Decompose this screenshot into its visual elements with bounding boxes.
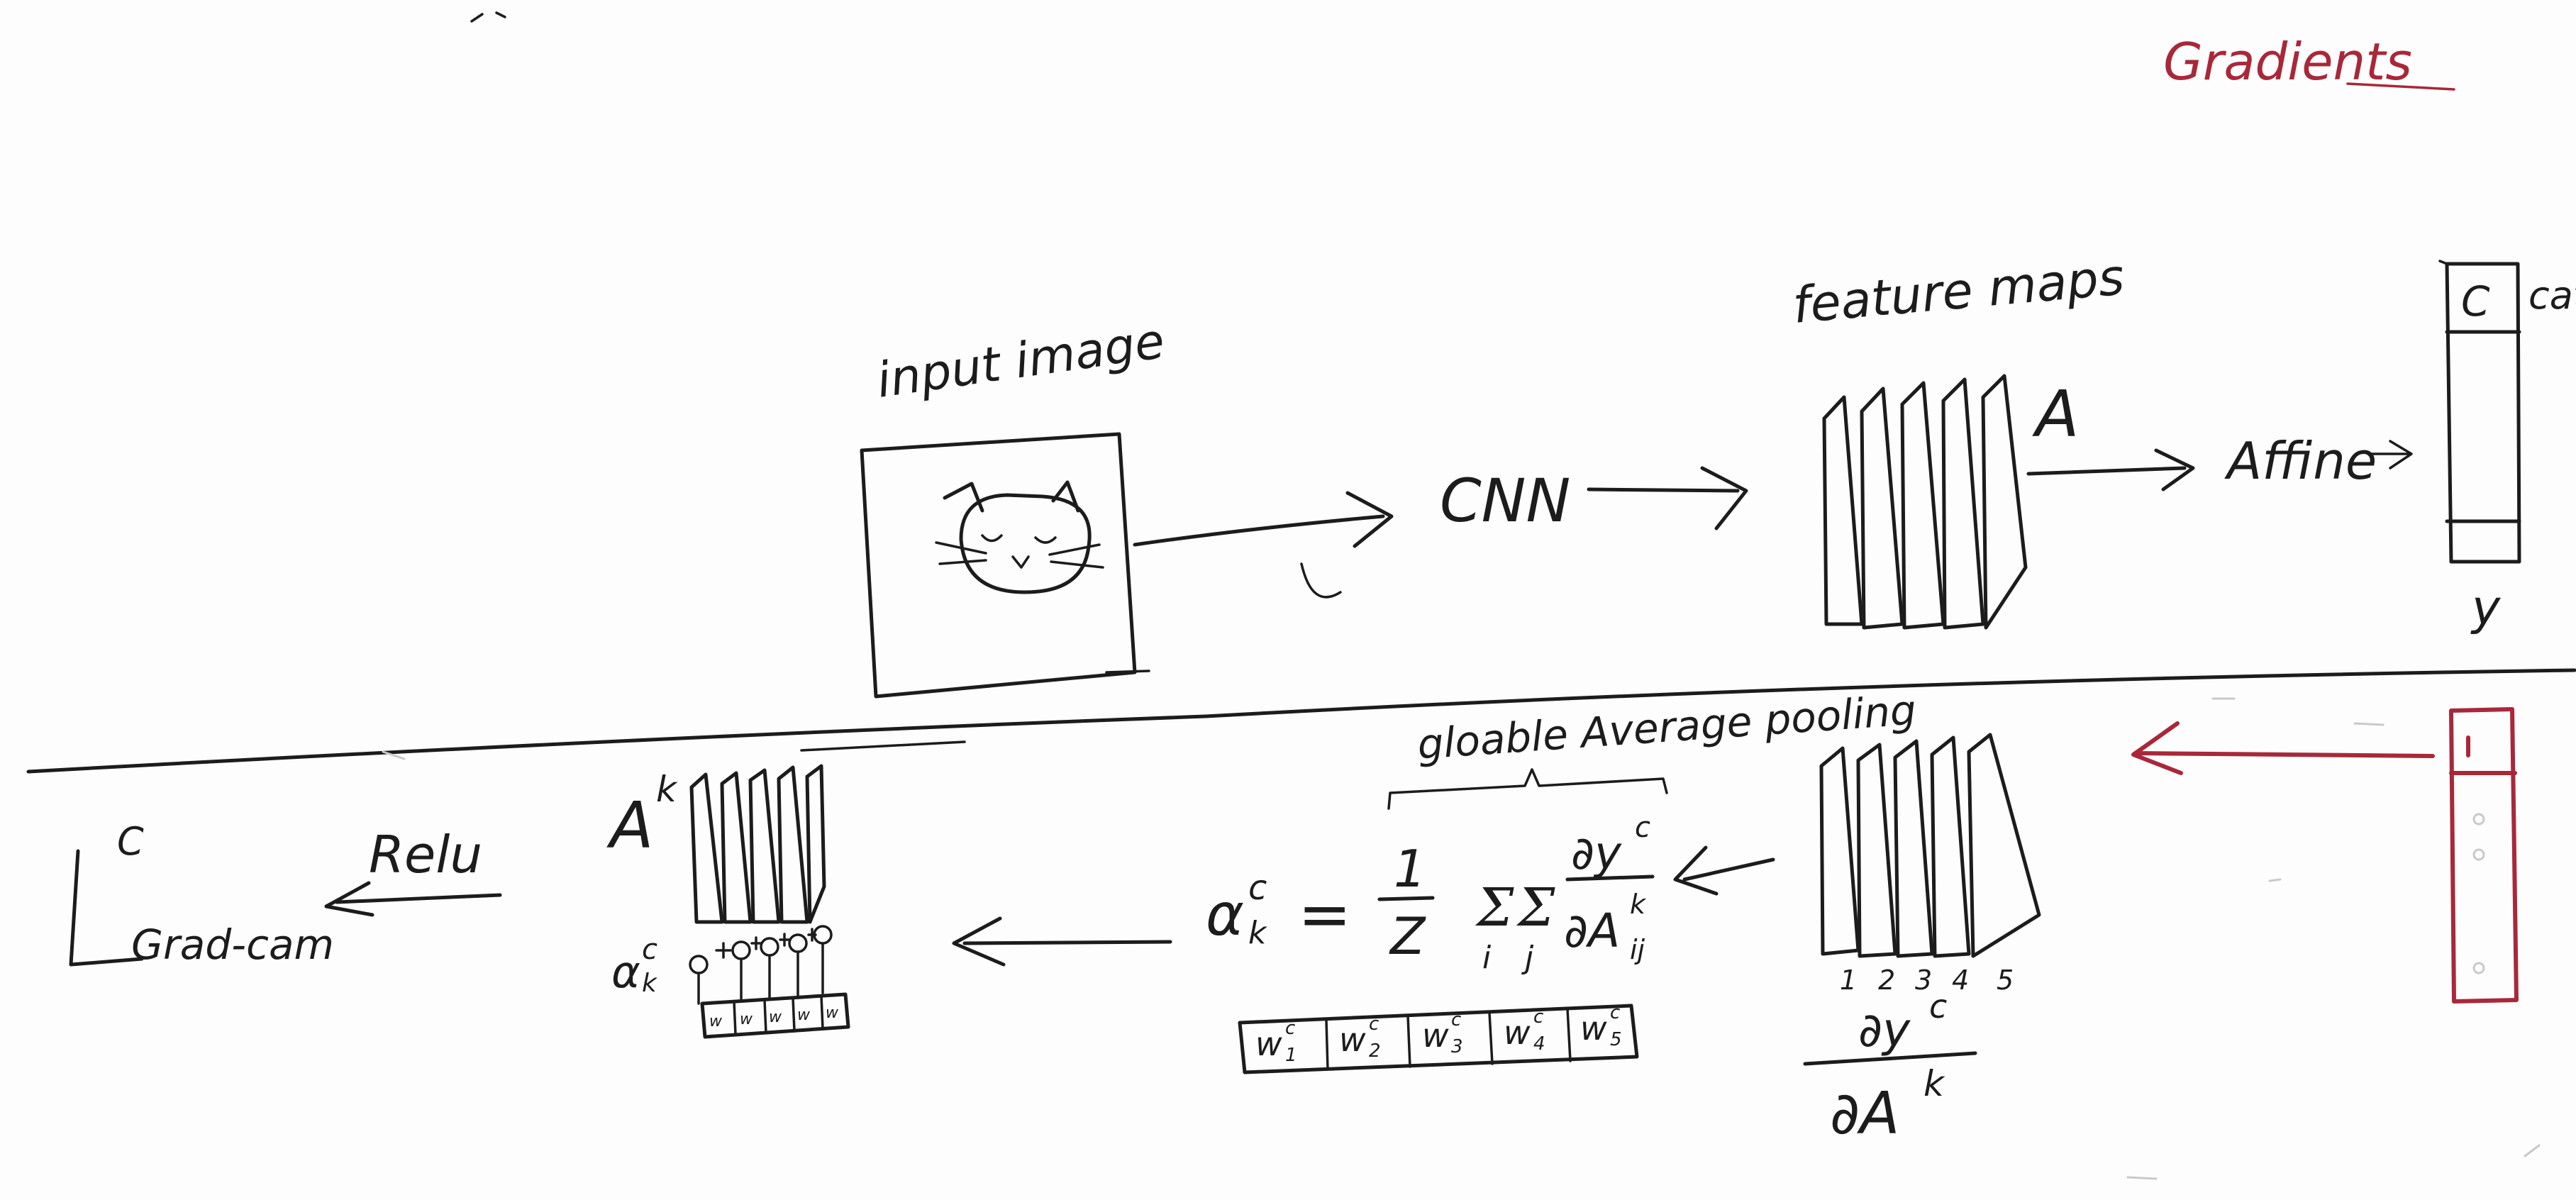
relu-label: Relu [369, 825, 482, 884]
weight-symbol: w [709, 1013, 723, 1030]
cnn-label: CNN [1440, 466, 1570, 535]
formula-alpha: α [1206, 882, 1244, 949]
arrow-feature-to-affine [2026, 448, 2195, 491]
weight-symbol: w [826, 1004, 839, 1022]
arrow-cnn-to-feature-maps [1587, 466, 1748, 530]
weighted-activation-maps: w w w w w [689, 764, 850, 1039]
feature-maps-top [1822, 374, 2028, 630]
score-label: y [2470, 580, 2501, 636]
gradcam-output: C Grad-cam L [69, 819, 334, 969]
weight-symbol: w [1504, 1013, 1531, 1052]
arrow-grad-to-formula [1673, 845, 1775, 896]
weight-sup: c [1285, 1018, 1295, 1039]
arrow-affine-to-output [2367, 440, 2413, 470]
class-box-side-label: cat [2528, 273, 2576, 318]
weight-sub: 3 [1451, 1036, 1463, 1057]
weight-sub: 2 [1369, 1040, 1381, 1062]
weight-sub: 5 [1610, 1029, 1622, 1050]
weight-symbol: w [740, 1011, 753, 1028]
alpha-label: α [611, 946, 640, 998]
grad-denominator-sup: k [1923, 1063, 1945, 1104]
weight-symbol: w [797, 1006, 811, 1024]
arrow-input-to-cnn [1133, 491, 1394, 548]
formula-sum-i-sub: i [1482, 940, 1492, 976]
gradient-fraction: ∂y c ∂A k [1803, 987, 1977, 1148]
formula-frac-den: Z [1389, 906, 1426, 966]
map-number: 4 [1952, 965, 1969, 996]
weight-symbol: w [1580, 1009, 1607, 1048]
weights-vector: w w w w w c c c c c 1 2 3 4 5 [1238, 1002, 1639, 1074]
formula-alpha-sub: k [1248, 915, 1267, 951]
activation-sup: k [656, 769, 678, 810]
gap-brace [1387, 768, 1668, 810]
arrow-relu [324, 881, 502, 917]
grad-numerator-sup: c [1929, 987, 1947, 1026]
formula-equals: = [1298, 877, 1351, 952]
weight-sup: c [1533, 1006, 1543, 1028]
cat-face-icon [935, 480, 1104, 594]
class-box-label: C [2461, 277, 2490, 326]
gradcam-sub: Grad-cam [131, 921, 334, 969]
grad-denominator: ∂A [1830, 1080, 1900, 1148]
alpha-sub: k [642, 969, 658, 998]
feature-maps-label: feature maps [1790, 248, 2126, 335]
affine-label: Affine [2224, 431, 2377, 491]
weight-symbol: w [1339, 1021, 1366, 1059]
formula-d-den: ∂A [1564, 904, 1620, 958]
gradcam-sup: C [117, 819, 144, 864]
formula-frac-num: 1 [1394, 839, 1426, 899]
formula-alpha-sup: c [1248, 868, 1267, 908]
gradient-vector-red [2449, 707, 2519, 1004]
arrow-formula-to-activations [952, 916, 1172, 967]
activation-symbol: A [606, 789, 654, 863]
gradient-map-numbers: 1 2 3 4 5 [1840, 965, 2014, 996]
input-image [860, 432, 1150, 699]
weight-sup: c [1369, 1013, 1379, 1035]
gradients-label: Gradients [2163, 32, 2412, 91]
formula-sum-j: Σ [1516, 877, 1555, 938]
gradients-underline [2346, 82, 2455, 91]
grad-numerator: ∂y [1858, 1003, 1911, 1057]
arrow-backward-red [2131, 721, 2435, 775]
divider-line [26, 668, 2576, 774]
weight-symbol: w [769, 1009, 782, 1026]
weight-sub: 4 [1533, 1033, 1545, 1055]
input-image-label: input image [873, 313, 1167, 409]
formula-d-num: ∂y [1571, 828, 1622, 880]
weight-symbol: w [1422, 1016, 1449, 1055]
gap-formula: α c k = 1 Z Σ i Σ j ∂y c ∂A k ij [1206, 811, 1655, 976]
formula-d-num-sup: c [1635, 811, 1650, 844]
map-number: 3 [1915, 965, 1932, 996]
map-number: 1 [1840, 965, 1857, 996]
map-number: 2 [1878, 965, 1895, 996]
feature-maps-symbol: A [2032, 377, 2080, 452]
formula-d-den-sup: k [1630, 889, 1647, 920]
weight-sub: 1 [1285, 1045, 1297, 1066]
formula-sum-i: Σ [1475, 877, 1514, 938]
weight-sup: c [1610, 1002, 1620, 1023]
output-vector [2438, 260, 2521, 564]
formula-d-den-sub: ij [1630, 934, 1645, 965]
map-number: 5 [1997, 965, 2014, 996]
gradient-feature-maps [1819, 733, 2041, 958]
formula-sum-j-sub: j [1521, 940, 1534, 976]
weight-symbol: w [1255, 1025, 1282, 1063]
weight-sup: c [1451, 1009, 1461, 1030]
alpha-sup: c [642, 933, 657, 966]
